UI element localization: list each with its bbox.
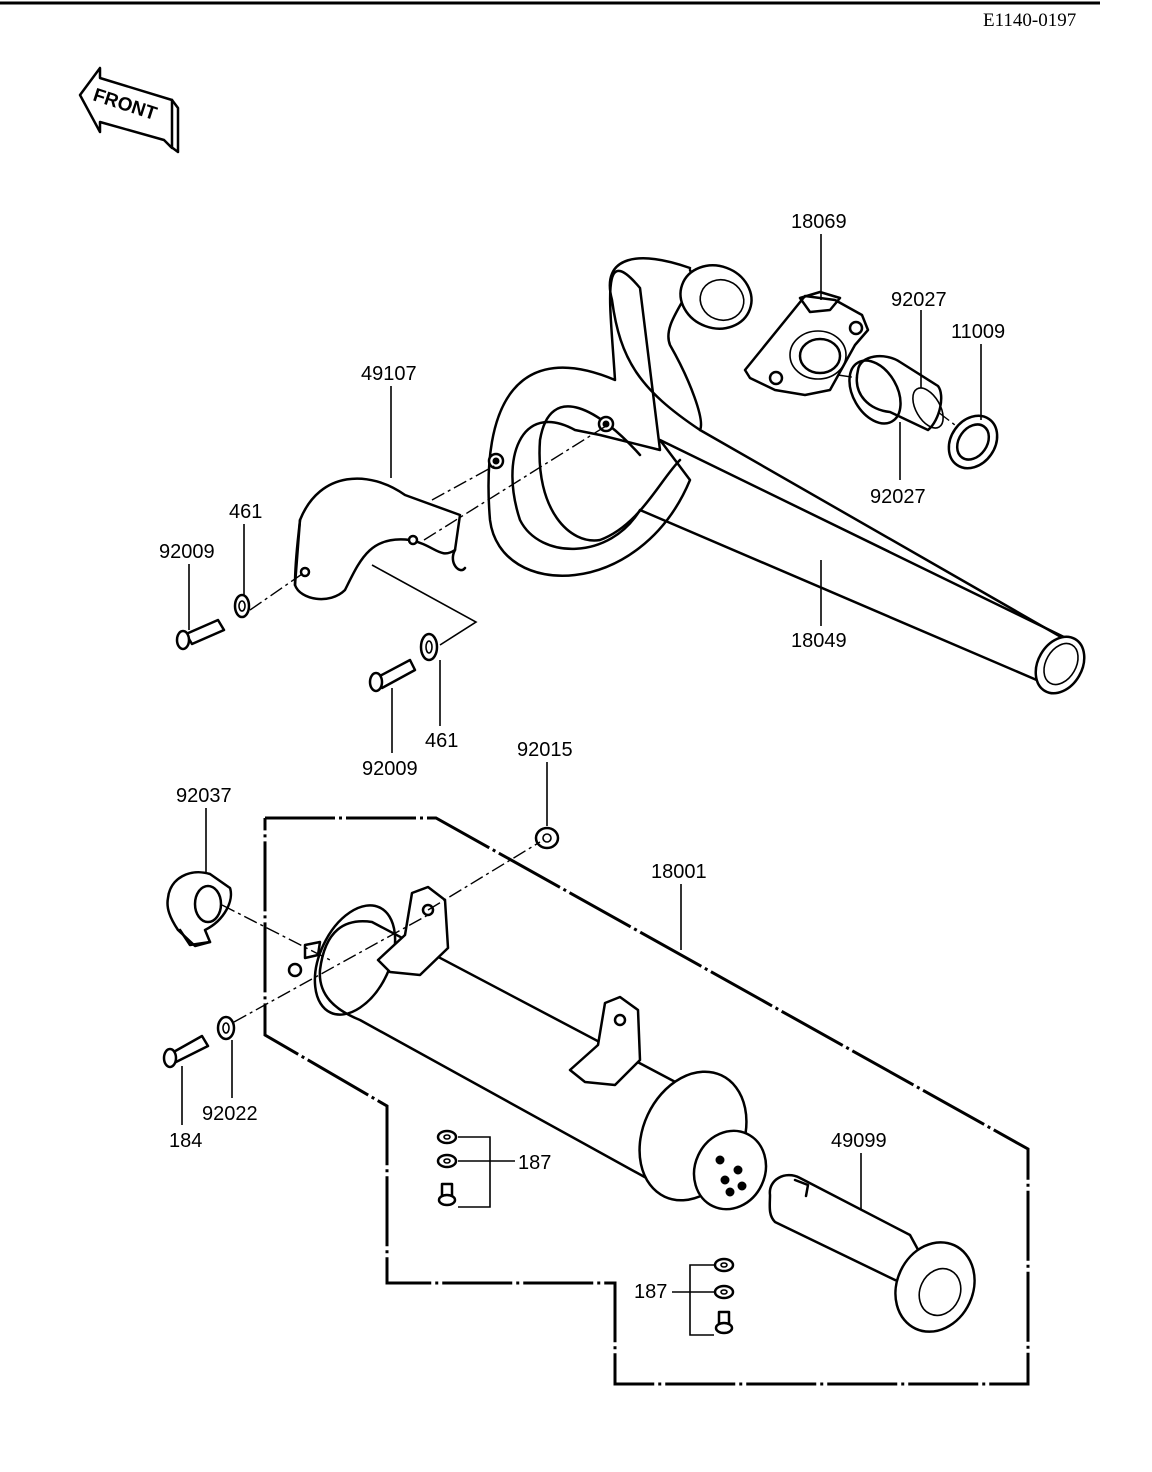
bolt-184	[162, 1034, 210, 1069]
screw-set-187-upper	[436, 1129, 458, 1207]
washer-461-upper	[233, 593, 251, 619]
tail-pipe-49099	[768, 1173, 976, 1333]
label-11009: 11009	[951, 321, 1005, 343]
label-18049: 18049	[791, 630, 847, 652]
drawing-code: E1140-0197	[983, 10, 1076, 31]
label-187-upper: 187	[518, 1152, 551, 1174]
nut-92015	[534, 826, 560, 850]
part-labels: 18069 92027 11009 92027 49107 461 92009 …	[159, 211, 1005, 1303]
label-92009-upper: 92009	[159, 541, 215, 563]
collar-92027	[848, 354, 944, 432]
label-18069: 18069	[791, 211, 847, 233]
label-461-lower: 461	[425, 730, 458, 752]
label-92027-top: 92027	[891, 289, 947, 311]
washer-92022	[216, 1015, 236, 1041]
clamp-92037	[166, 871, 233, 948]
gasket-11009	[947, 414, 999, 470]
label-184: 184	[169, 1130, 202, 1152]
label-92022: 92022	[202, 1103, 258, 1125]
flange-18069	[743, 290, 870, 397]
label-92037: 92037	[176, 785, 232, 807]
leader-lines	[181, 234, 982, 1210]
bolt-92009-upper	[175, 618, 226, 651]
bolt-92009-lower	[368, 658, 417, 693]
label-49099: 49099	[831, 1130, 887, 1152]
label-461-upper: 461	[229, 501, 262, 523]
label-92009-lower: 92009	[362, 758, 418, 780]
muffler-18001	[287, 885, 768, 1211]
label-187-lower: 187	[634, 1281, 667, 1303]
label-18001: 18001	[651, 861, 707, 883]
assembly-border	[263, 816, 1030, 1386]
screw-set-187-lower	[713, 1257, 735, 1335]
label-49107: 49107	[361, 363, 417, 385]
exhaust-pipe-18049	[487, 257, 1086, 695]
label-92015: 92015	[517, 739, 573, 761]
washer-461-lower	[419, 632, 439, 662]
label-92027-bottom: 92027	[870, 486, 926, 508]
front-arrow: FRONT	[78, 66, 180, 154]
